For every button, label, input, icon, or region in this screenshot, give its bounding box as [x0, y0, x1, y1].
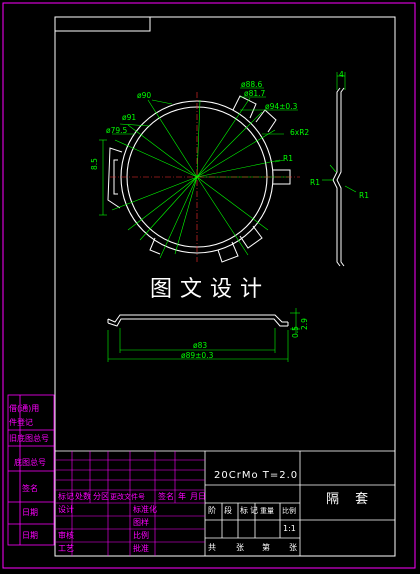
dim-r1-b: R1: [359, 191, 369, 200]
side-label-signature: 签名: [22, 484, 38, 493]
axis-lines: [110, 92, 300, 262]
dim-d817: ø81.7: [244, 89, 266, 98]
dim-right: 2.9: [300, 318, 309, 330]
hdr-change-doc: 更改文件号: [110, 493, 145, 501]
part-name: 隔 套: [326, 492, 375, 507]
dim-r1-main: R1: [283, 154, 293, 163]
dim-d83: ø83: [193, 341, 208, 350]
hdr-count: 处数: [75, 492, 91, 501]
side-label-old-number: 旧底图总号: [9, 434, 49, 443]
stage-col-2: 段: [224, 506, 232, 515]
lbl-review: 审核: [58, 531, 74, 540]
dim-d886: ø88.6: [241, 80, 263, 89]
title-grid: [55, 451, 205, 556]
hdr-year: 年: [178, 492, 186, 501]
outer-border: [2, 2, 416, 569]
dim-d94403: ø94±0.3: [265, 102, 298, 111]
side-label-base-number: 底图总号: [14, 458, 46, 467]
dim-d90: ø90: [137, 91, 152, 100]
side-label-register: 件登记: [9, 418, 33, 427]
dim-top-width: 4: [339, 70, 344, 79]
lbl-drawing-sample: 图样: [133, 518, 149, 527]
hdr-month: 月: [190, 492, 198, 501]
side-label-date-1: 日期: [22, 508, 38, 517]
lbl-design: 设计: [58, 505, 74, 514]
material-spec: 20CrMo T=2.0: [214, 470, 299, 481]
section-view: [107, 314, 289, 327]
dim-leaders: [99, 87, 298, 216]
side-view: [332, 87, 345, 267]
hdr-day: 日: [198, 492, 206, 501]
stage-col-4: 记: [250, 506, 258, 515]
ring-tabs: [107, 95, 291, 263]
scale-value: 1:1: [283, 524, 296, 533]
sheet-number: 第: [262, 543, 270, 552]
watermark-text: 图文设计: [149, 277, 270, 302]
lbl-approve: 批准: [133, 544, 149, 553]
lbl-proportion: 比例: [133, 531, 149, 540]
section-dims: [107, 308, 300, 362]
stage-scale: 比例: [282, 507, 296, 515]
dim-holes: 6xR2: [290, 128, 310, 137]
side-view-dims: [322, 72, 357, 193]
sheet-total-unit: 张: [236, 543, 244, 552]
hdr-zone: 分区: [93, 492, 109, 501]
side-label-borrow: 借(通)用: [9, 404, 40, 413]
hdr-mark: 标记: [58, 492, 74, 501]
code-box: [55, 16, 151, 32]
side-label-date-2: 日期: [22, 531, 38, 540]
dim-r1-a: R1: [310, 178, 320, 187]
stage-col-1: 阶: [208, 506, 216, 515]
center-lines: [111, 97, 290, 259]
stage-weight: 重量: [260, 507, 274, 515]
dim-d91: ø91: [122, 113, 137, 122]
stage-col-3: 标: [240, 506, 248, 515]
side-block: [7, 394, 55, 546]
lbl-standardization: 标准化: [133, 505, 157, 514]
title-block: [54, 450, 396, 557]
dim-side-width: 8.5: [90, 158, 99, 170]
hdr-signature: 签名: [158, 492, 174, 501]
dim-d89403: ø89±0.3: [181, 351, 214, 360]
dim-d795: ø79.5: [106, 126, 128, 135]
sheet-number-unit: 张: [289, 543, 297, 552]
lbl-process: 工艺: [58, 544, 74, 553]
dim-right-2: 0.5: [291, 326, 300, 338]
sheet-total: 共: [208, 543, 216, 552]
